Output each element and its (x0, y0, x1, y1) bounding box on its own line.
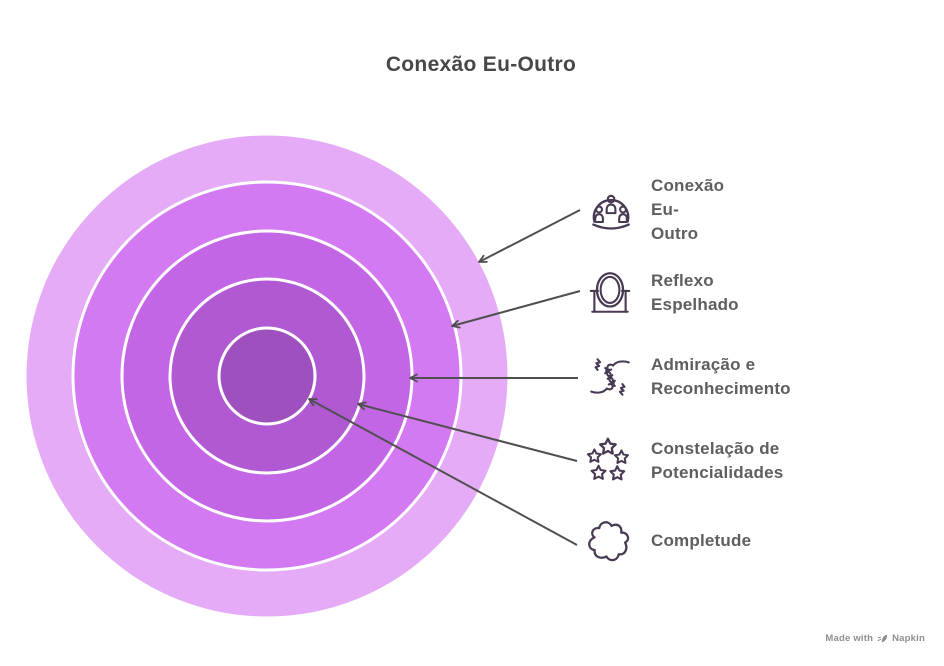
napkin-logo-icon (877, 633, 888, 644)
stars-constellation-icon (585, 436, 635, 486)
legend-row-conexao-eu-outro: Conexão Eu-Outro (585, 176, 724, 243)
arrow-reflexo-espelhado (451, 290, 581, 329)
mirror-icon (585, 268, 635, 318)
watermark-brand: Napkin (892, 633, 925, 644)
arrow-completude (308, 398, 578, 546)
watermark-made-with: Made with (825, 633, 874, 644)
puzzle-piece-icon (585, 516, 635, 566)
legend-row-reflexo-espelhado: Reflexo Espelhado (585, 268, 739, 318)
people-community-icon (585, 185, 635, 235)
hands-recognition-icon (585, 352, 635, 402)
diagram-title: Conexão Eu-Outro (385, 53, 577, 76)
ring-4 (217, 326, 317, 426)
legend-row-admiracao: Admiração e Reconhecimento (585, 352, 791, 402)
legend-row-constelacao: Constelação de Potencialidades (585, 436, 783, 486)
legend-row-completude: Completude (585, 516, 751, 566)
legend-label: Conexão Eu-Outro (651, 175, 725, 244)
arrow-constelacao (357, 401, 578, 462)
legend-label: Reflexo Espelhado (651, 270, 739, 314)
arrow-conexao-eu-outro (478, 209, 581, 263)
legend-label: Constelação de Potencialidades (651, 438, 784, 482)
legend-label: Admiração e Reconhecimento (651, 354, 791, 398)
watermark: Made with Napkin (825, 633, 925, 644)
legend-label: Completude (651, 530, 752, 550)
arrows-group (308, 209, 581, 546)
rings-group (23, 132, 511, 620)
